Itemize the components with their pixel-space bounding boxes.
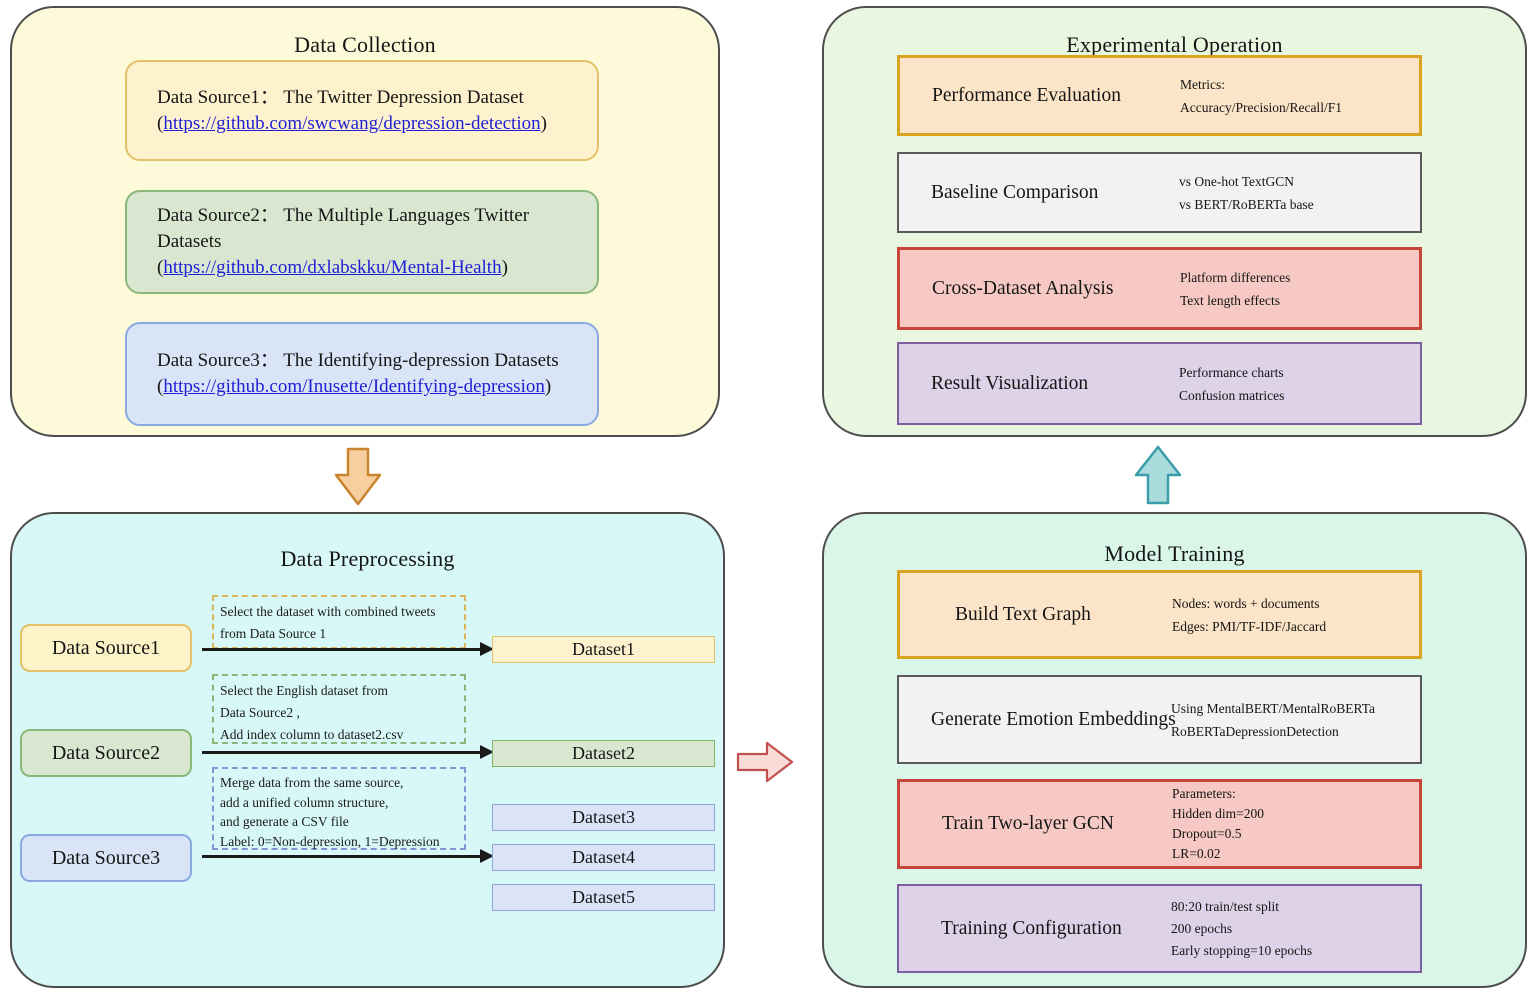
cross-dataset-analysis-details: Platform differences Text length effects [1180,269,1291,308]
data-source1-link[interactable]: https://github.com/swcwang/depression-de… [163,112,541,134]
performance-evaluation-label: Performance Evaluation [932,84,1121,106]
train-two-layer-gcn-details: Parameters: Hidden dim=200 Dropout=0.5 L… [1172,786,1264,861]
preproc-data-source2-box: Data Source2 [20,729,192,777]
dataset1-box: Dataset1 [492,636,715,663]
preproc-note-3: Merge data from the same source, add a u… [212,767,466,850]
arrow-right-icon [736,741,794,783]
build-text-graph-box: Build Text Graph Nodes: words + document… [897,570,1422,659]
dataset2-box: Dataset2 [492,740,715,767]
panel-title-model-training: Model Training [1104,541,1245,566]
data-source3-name: Data Source3： The Identifying-depression… [157,350,559,371]
result-visualization-details: Performance charts Confusion matrices [1179,364,1285,403]
dataset5-box: Dataset5 [492,884,715,911]
data-source2-card: Data Source2： The Multiple Languages Twi… [125,190,599,294]
panel-title-data-preprocessing: Data Preprocessing [280,546,455,571]
baseline-comparison-box: Baseline Comparison vs One-hot TextGCN v… [897,152,1422,233]
training-configuration-details: 80:20 train/test split 200 epochs Early … [1171,898,1313,958]
dataset3-box: Dataset3 [492,804,715,831]
preproc-data-source1-box: Data Source1 [20,624,192,672]
result-visualization-box: Result Visualization Performance charts … [897,342,1422,425]
panel-title-experimental-operation: Experimental Operation [1066,32,1283,57]
training-configuration-label: Training Configuration [941,917,1122,939]
train-two-layer-gcn-box: Train Two-layer GCN Parameters: Hidden d… [897,779,1422,869]
data-source2-name: Data Source2： The Multiple Languages Twi… [157,205,530,252]
generate-emotion-embeddings-details: Using MentalBERT/MentalRoBERTa RoBERTaDe… [1171,700,1376,739]
baseline-comparison-details: vs One-hot TextGCN vs BERT/RoBERTa base [1179,173,1314,212]
arrow-source2-to-dataset2 [202,745,494,759]
performance-evaluation-box: Performance Evaluation Metrics: Accuracy… [897,55,1422,136]
data-source2-link[interactable]: https://github.com/dxlabskku/Mental-Heal… [163,257,502,278]
dataset4-box: Dataset4 [492,844,715,871]
panel-model-training: Model Training Build Text Graph Nodes: w… [822,512,1527,988]
performance-evaluation-details: Metrics: Accuracy/Precision/Recall/F1 [1180,76,1342,115]
cross-dataset-analysis-box: Cross-Dataset Analysis Platform differen… [897,247,1422,330]
arrow-up-icon [1134,445,1182,505]
baseline-comparison-label: Baseline Comparison [931,181,1099,203]
result-visualization-label: Result Visualization [931,372,1089,394]
train-two-layer-gcn-label: Train Two-layer GCN [942,813,1114,834]
data-source2-link-line: (https://github.com/dxlabskku/Mental-Hea… [157,257,508,278]
panel-data-preprocessing: Data Preprocessing Data Source1 Data Sou… [10,512,725,988]
preproc-data-source3-box: Data Source3 [20,834,192,882]
data-source3-card: Data Source3： The Identifying-depression… [125,322,599,426]
generate-emotion-embeddings-box: Generate Emotion Embeddings Using Mental… [897,675,1422,764]
arrow-down-icon [334,447,382,506]
generate-emotion-embeddings-label: Generate Emotion Embeddings [931,708,1176,730]
data-source3-link[interactable]: https://github.com/Inusette/Identifying-… [163,376,545,397]
preproc-note-2: Select the English dataset from Data Sou… [212,674,466,744]
panel-title-data-collection: Data Collection [294,32,436,57]
data-source1-card: Data Source1： The Twitter Depression Dat… [125,60,599,161]
cross-dataset-analysis-label: Cross-Dataset Analysis [932,277,1114,299]
arrow-source1-to-dataset1 [202,642,494,656]
training-configuration-box: Training Configuration 80:20 train/test … [897,884,1422,973]
panel-experimental-operation: Experimental Operation Performance Evalu… [822,6,1527,437]
panel-data-collection: Data Collection Data Source1： The Twitte… [10,6,720,437]
build-text-graph-label: Build Text Graph [955,603,1091,625]
arrow-source3-to-dataset4 [202,849,494,863]
data-source1-name: Data Source1： The Twitter Depression Dat… [157,86,524,108]
preproc-note-1: Select the dataset with combined tweets … [212,595,466,649]
data-source3-link-line: (https://github.com/Inusette/Identifying… [157,376,552,397]
build-text-graph-details: Nodes: words + documents Edges: PMI/TF-I… [1172,595,1327,634]
data-source1-link-line: (https://github.com/swcwang/depression-d… [157,112,547,134]
